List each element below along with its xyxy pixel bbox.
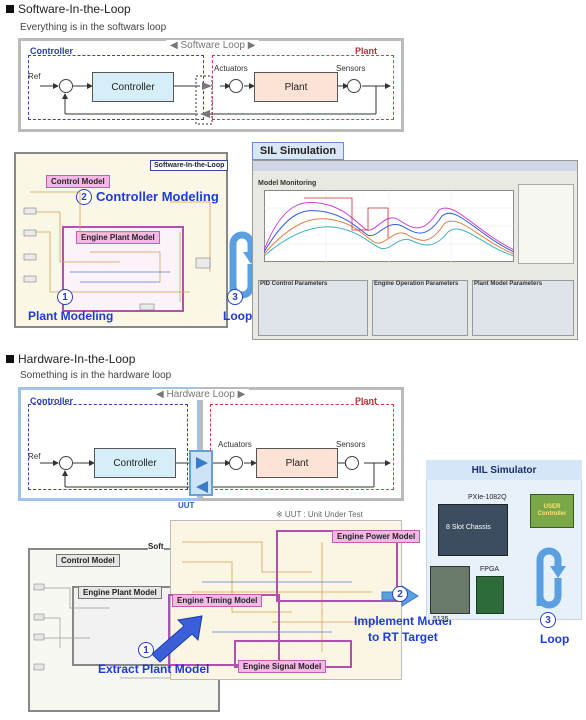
hil-uut-note: ※ UUT : Unit Under Test [276,510,363,519]
hil-simulator-title: HIL Simulator [471,464,537,476]
sil-engine-panel [372,280,468,336]
chassis-label: 8 Slot Chassis [446,524,491,531]
sil-loop-label: Loop [223,309,253,323]
hil-to-rt-label: to RT Target [368,630,438,644]
sil-control-model-tag: Control Model [46,175,110,188]
sil-window-menubar [253,161,577,171]
sil-simulation-title: SIL Simulation [252,142,344,160]
module-5135-label: 5135 [433,616,449,623]
hil-plant-block: Plant [256,448,338,478]
hil-loop-title: ◀ Hardware Loop ▶ [152,389,250,400]
pxi-module-image [430,566,470,614]
sil-signal-lines [40,75,391,125]
sil-pid-params-label: PID Control Parameters [260,281,328,287]
hil-summing-junction [59,456,73,470]
hil-control-model-tag: Control Model [56,554,120,567]
hil-simulator-header: HIL Simulator [426,460,582,480]
sil-monitor-traces [264,190,514,262]
sil-plant-region [212,55,394,120]
sil-plant-params-label: Plant Model Parameters [474,281,543,287]
hil-signal-lines [40,450,391,496]
sil-model-monitoring-label: Model Monitoring [258,180,317,187]
hil-engine-timing-model-tag: Engine Timing Model [172,594,263,607]
fpga-card-image [476,576,504,614]
sil-engine-plant-model-tag: Engine Plant Model [76,231,160,244]
hil-sensors-label: Sensors [336,440,366,449]
sil-plant-block: Plant [254,72,338,102]
hil-loop-label: Loop [540,632,570,646]
bullet-square-icon [6,5,14,13]
user-controller-image: USER Controller [530,494,574,528]
pxie-label: PXIe-1082Q [468,494,507,501]
sil-summing-junction [59,79,73,93]
hil-engine-power-model-tag: Engine Power Model [332,530,421,543]
hil-loop-arrow-icon [536,547,566,609]
user-controller-label: USER Controller [537,504,567,517]
hil-soft-tag: Soft [148,542,164,551]
extract-arrow-icon [151,615,203,663]
hil-plant-frame [200,387,404,501]
hil-plant-region [210,404,394,490]
sil-step3-badge: 3 [227,289,243,305]
pxi-chassis-image [438,504,508,556]
hil-actuators-label: Actuators [218,440,252,449]
sil-controller-label: Controller [30,46,74,56]
sil-heading-text: Software-In-the-Loop [18,2,131,16]
sil-engine-params-label: Engine Operation Parameters [374,281,459,287]
sil-wiring [23,191,211,311]
sil-subtitle: Everything is in the softwars loop [20,22,167,33]
hil-ref-label: Ref [28,452,41,461]
sil-plant-label: Plant [355,46,378,56]
bullet-square-icon [6,355,14,363]
hil-extract-plant-model-label: Extract Plant Model [98,662,210,676]
hil-step3-badge: 3 [540,612,556,628]
hil-plant-label: Plant [355,396,378,406]
sil-legend-panel [518,184,574,264]
sil-ref-label: Ref [28,72,41,81]
hil-subtitle: Something is in the hardware loop [20,370,172,381]
sil-actuator-node [229,79,243,93]
sil-controller-block: Controller [92,72,174,102]
hil-step2-badge: 2 [392,586,408,602]
hil-heading-text: Hardware-In-the-Loop [18,352,136,366]
hil-actuator-node [229,456,243,470]
sil-sensors-label: Sensors [336,64,366,73]
sil-loop-title: ◀ Software Loop ▶ [166,40,260,51]
sil-sensor-node [347,79,361,93]
sil-pid-panel [258,280,368,336]
sil-actuators-label: Actuators [214,64,248,73]
hil-heading: Hardware-In-the-Loop [6,352,135,366]
hil-controller-label: Controller [30,396,74,406]
sil-step1-badge: 1 [57,289,73,305]
sil-heading: Software-In-the-Loop [6,2,131,16]
hil-plant-wiring [182,541,382,652]
hil-controller-region [28,404,188,490]
fpga-label: FPGA [480,566,500,573]
hil-controller-frame [18,387,200,501]
sil-controller-modeling-label: Controller Modeling [96,189,219,204]
hil-controller-block: Controller [94,448,176,478]
hil-sensor-node [345,456,359,470]
hil-step1-badge: 1 [138,642,154,658]
hil-engine-signal-model-tag: Engine Signal Model [238,660,327,673]
sil-plant-panel [472,280,574,336]
hil-engine-plant-model-tag: Engine Plant Model [78,586,162,599]
sil-plant-modeling-label: Plant Modeling [28,309,114,323]
sil-loop-frame [18,38,404,132]
hil-uut-label: UUT [178,501,195,510]
sil-tag: Software-In-the-Loop [150,160,229,171]
